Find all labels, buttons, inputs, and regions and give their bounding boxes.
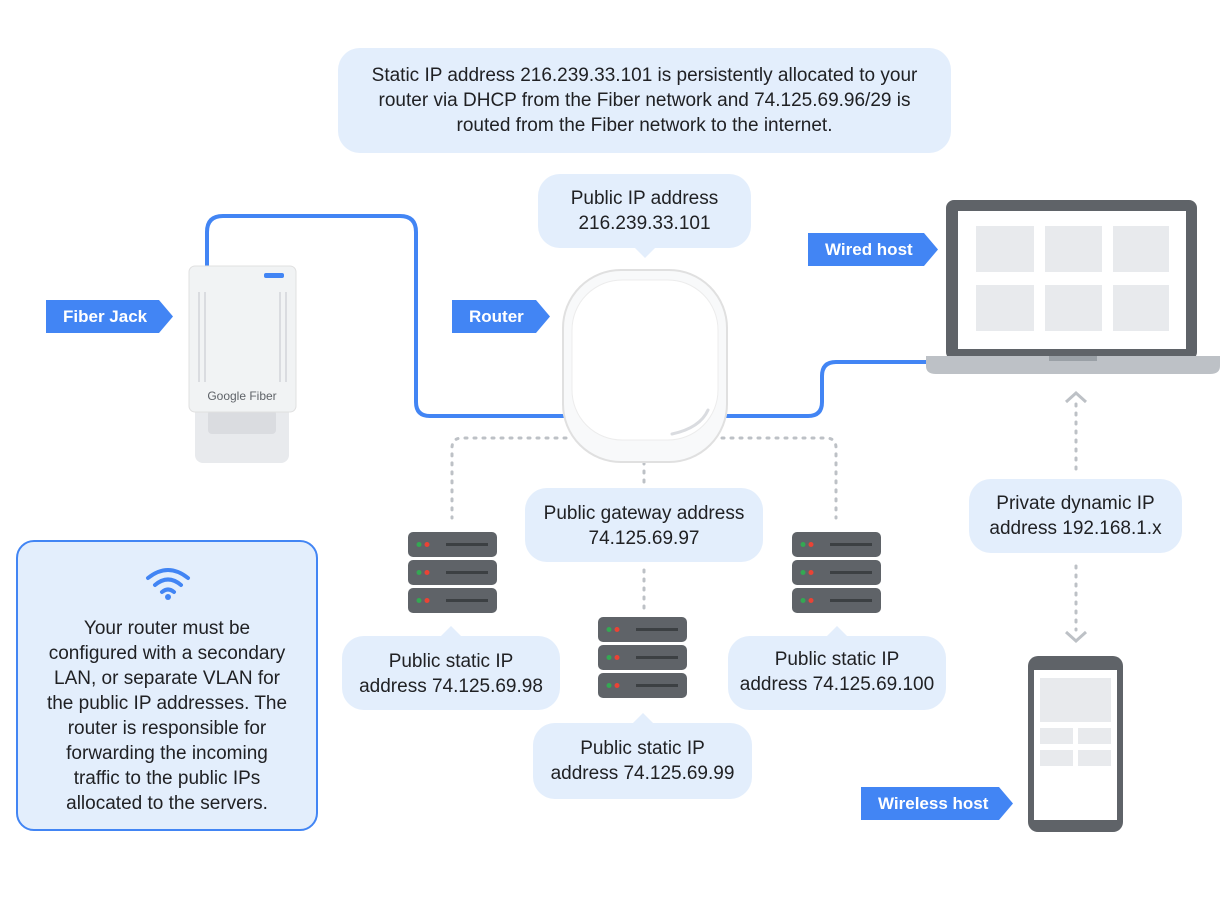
server-unit [792,588,881,613]
status-led-red [614,655,620,660]
router-to-right-server-line [720,436,838,520]
status-led-green [416,570,422,575]
status-led-red [614,683,620,688]
fiber-jack-to-router-cable [205,214,570,418]
chevron-up-icon [1064,390,1088,404]
wired-host-tag: Wired host [808,233,938,266]
static-ip-callout: Static IP address 216.239.33.101 is pers… [338,48,951,153]
server-left [408,532,497,613]
fiber-jack-device: Google Fiber [188,265,297,463]
static-ip-callout-line-2: router via DHCP from the Fiber network a… [378,90,911,111]
note-line-7: traffic to the public IPs [73,768,261,789]
server-middle [598,617,687,698]
server-left-callout: Public static IP address 74.125.69.98 [342,626,560,710]
note-line-1: Your router must be [83,618,251,639]
server-right-label: Public static IP [774,649,900,670]
server-unit [792,532,881,557]
fiber-jack-tag: Fiber Jack [46,300,173,333]
router-config-note-text: Your router must be configured with a se… [28,616,306,816]
static-ip-callout-line-1: Static IP address 216.239.33.101 is pers… [371,65,918,86]
server-unit [598,617,687,642]
public-ip-callout: Public IP address 216.239.33.101 [538,174,751,258]
status-led-green [800,570,806,575]
server-unit [598,645,687,670]
status-led-red [424,598,430,603]
server-unit [792,560,881,585]
server-left-address: address 74.125.69.98 [359,676,543,697]
note-line-3: LAN, or separate VLAN for [54,668,280,689]
note-line-4: the public IP addresses. The [46,693,288,714]
server-unit [408,532,497,557]
status-led-green [416,598,422,603]
server-left-label: Public static IP [388,651,514,672]
router-to-left-server-line [450,436,568,520]
status-led-green [606,683,612,688]
server-unit [408,588,497,613]
status-led-green [606,655,612,660]
laptop-device [926,200,1220,374]
gateway-label: Public gateway address [543,503,745,524]
fiber-jack-branding: Google Fiber [207,389,276,403]
gateway-value: 74.125.69.97 [588,528,700,549]
router-tag: Router [452,300,550,333]
status-led-red [808,542,814,547]
status-led-red [808,570,814,575]
gateway-callout: Public gateway address 74.125.69.97 [525,488,763,562]
static-ip-callout-line-3: routed from the Fiber network to the int… [456,115,833,136]
router-device [562,269,728,463]
chevron-down-icon [1064,630,1088,644]
server-right-address: address 74.125.69.100 [739,674,935,695]
wireless-host-tag: Wireless host [861,787,1013,820]
server-unit [598,673,687,698]
private-ip-callout: Private dynamic IP address 192.168.1.x [969,479,1182,553]
status-led-red [424,570,430,575]
note-line-5: router is responsible for [67,718,267,739]
router-config-note: Your router must be configured with a se… [16,540,318,831]
private-ip-label: Private dynamic IP [996,493,1155,514]
server-middle-address: address 74.125.69.99 [550,763,735,784]
status-led-green [800,598,806,603]
server-right-callout: Public static IP address 74.125.69.100 [728,626,946,710]
private-ip-value: address 192.168.1.x [989,518,1162,539]
note-line-6: forwarding the incoming [66,743,268,764]
server-middle-label: Public static IP [580,738,705,759]
phone-device [1028,656,1123,832]
note-line-8: allocated to the servers. [66,793,268,814]
wifi-icon [146,568,190,600]
server-middle-callout: Public static IP address 74.125.69.99 [533,713,752,799]
router-to-laptop-cable [722,360,930,418]
server-right [792,532,881,613]
public-ip-value: 216.239.33.101 [578,213,711,234]
status-led-red [424,542,430,547]
public-ip-label: Public IP address [570,188,719,209]
status-led-green [606,627,612,632]
server-unit [408,560,497,585]
status-led-green [416,542,422,547]
status-led-red [614,627,620,632]
status-led-red [808,598,814,603]
status-led-green [800,542,806,547]
note-line-2: configured with a secondary [48,643,286,664]
